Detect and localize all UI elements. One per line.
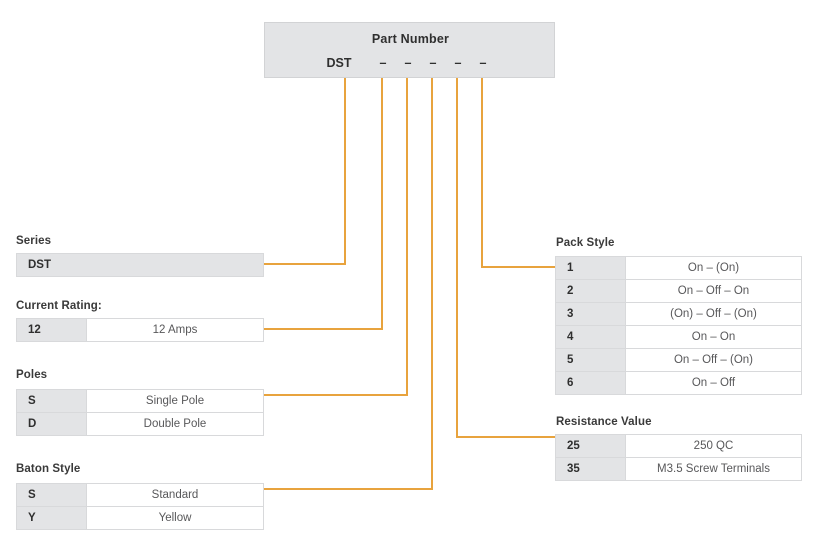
- pack-style-code-6: 6: [555, 371, 626, 395]
- connector-poles-horizontal: [264, 394, 408, 396]
- part-number-dash-3: –: [429, 56, 437, 70]
- table-row[interactable]: 12 12 Amps: [16, 318, 264, 342]
- current-rating-desc: 12 Amps: [86, 318, 264, 342]
- heading-baton-style: Baton Style: [16, 463, 81, 475]
- pack-style-desc-6: On – Off: [625, 371, 802, 395]
- pack-style-code-3: 3: [555, 302, 626, 326]
- part-number-prefix: DST: [326, 56, 352, 70]
- poles-code-s: S: [16, 389, 87, 413]
- part-number-dash-4: –: [454, 56, 462, 70]
- resistance-value-desc-25: 250 QC: [625, 434, 802, 458]
- pack-style-desc-4: On – On: [625, 325, 802, 349]
- connector-poles-vertical: [406, 78, 408, 396]
- table-row[interactable]: D Double Pole: [16, 412, 264, 436]
- pack-style-desc-1: On – (On): [625, 256, 802, 280]
- current-rating-code: 12: [16, 318, 87, 342]
- connector-resistance-value-vertical: [456, 78, 458, 438]
- heading-resistance-value: Resistance Value: [556, 416, 652, 428]
- connector-current-rating-horizontal: [264, 328, 383, 330]
- connector-baton-style-horizontal: [264, 488, 433, 490]
- table-resistance-value: 25 250 QC 35 M3.5 Screw Terminals: [555, 434, 802, 481]
- baton-style-code-y: Y: [16, 506, 87, 530]
- table-row[interactable]: 1 On – (On): [555, 256, 802, 280]
- table-row[interactable]: 35 M3.5 Screw Terminals: [555, 457, 802, 481]
- part-number-dash-2: –: [404, 56, 412, 70]
- table-row[interactable]: S Standard: [16, 483, 264, 507]
- table-row[interactable]: 25 250 QC: [555, 434, 802, 458]
- baton-style-desc-y: Yellow: [86, 506, 264, 530]
- baton-style-desc-s: Standard: [86, 483, 264, 507]
- poles-desc-s: Single Pole: [86, 389, 264, 413]
- connector-series-horizontal: [264, 263, 346, 265]
- pack-style-code-1: 1: [555, 256, 626, 280]
- heading-current-rating: Current Rating:: [16, 300, 102, 312]
- connector-series-vertical: [344, 78, 346, 265]
- part-number-title: Part Number: [371, 32, 450, 46]
- part-number-dash-5: –: [479, 56, 487, 70]
- pack-style-desc-3: (On) – Off – (On): [625, 302, 802, 326]
- table-row[interactable]: Y Yellow: [16, 506, 264, 530]
- pack-style-code-5: 5: [555, 348, 626, 372]
- baton-style-code-s: S: [16, 483, 87, 507]
- table-row[interactable]: 2 On – Off – On: [555, 279, 802, 303]
- pack-style-desc-2: On – Off – On: [625, 279, 802, 303]
- connector-resistance-value-horizontal: [456, 436, 556, 438]
- part-number-pattern: DST – – – – –: [265, 54, 556, 76]
- table-row[interactable]: 5 On – Off – (On): [555, 348, 802, 372]
- part-number-dash-1: –: [379, 56, 387, 70]
- table-poles: S Single Pole D Double Pole: [16, 389, 264, 436]
- table-baton-style: S Standard Y Yellow: [16, 483, 264, 530]
- connector-baton-style-vertical: [431, 78, 433, 490]
- table-row[interactable]: 4 On – On: [555, 325, 802, 349]
- poles-code-d: D: [16, 412, 87, 436]
- connector-pack-style-vertical: [481, 78, 483, 268]
- resistance-value-code-35: 35: [555, 457, 626, 481]
- series-code: DST: [16, 253, 264, 277]
- table-current-rating: 12 12 Amps: [16, 318, 264, 342]
- poles-desc-d: Double Pole: [86, 412, 264, 436]
- heading-poles: Poles: [16, 369, 48, 381]
- connector-current-rating-vertical: [381, 78, 383, 330]
- heading-series: Series: [16, 235, 52, 247]
- heading-pack-style: Pack Style: [556, 237, 615, 249]
- connector-pack-style-horizontal: [481, 266, 556, 268]
- resistance-value-code-25: 25: [555, 434, 626, 458]
- part-number-box: Part Number DST – – – – –: [264, 22, 555, 78]
- table-pack-style: 1 On – (On) 2 On – Off – On 3 (On) – Off…: [555, 256, 802, 395]
- pack-style-desc-5: On – Off – (On): [625, 348, 802, 372]
- pack-style-code-4: 4: [555, 325, 626, 349]
- table-row[interactable]: 3 (On) – Off – (On): [555, 302, 802, 326]
- table-row[interactable]: DST: [16, 253, 264, 277]
- table-row[interactable]: S Single Pole: [16, 389, 264, 413]
- table-row[interactable]: 6 On – Off: [555, 371, 802, 395]
- table-series: DST: [16, 253, 264, 277]
- pack-style-code-2: 2: [555, 279, 626, 303]
- resistance-value-desc-35: M3.5 Screw Terminals: [625, 457, 802, 481]
